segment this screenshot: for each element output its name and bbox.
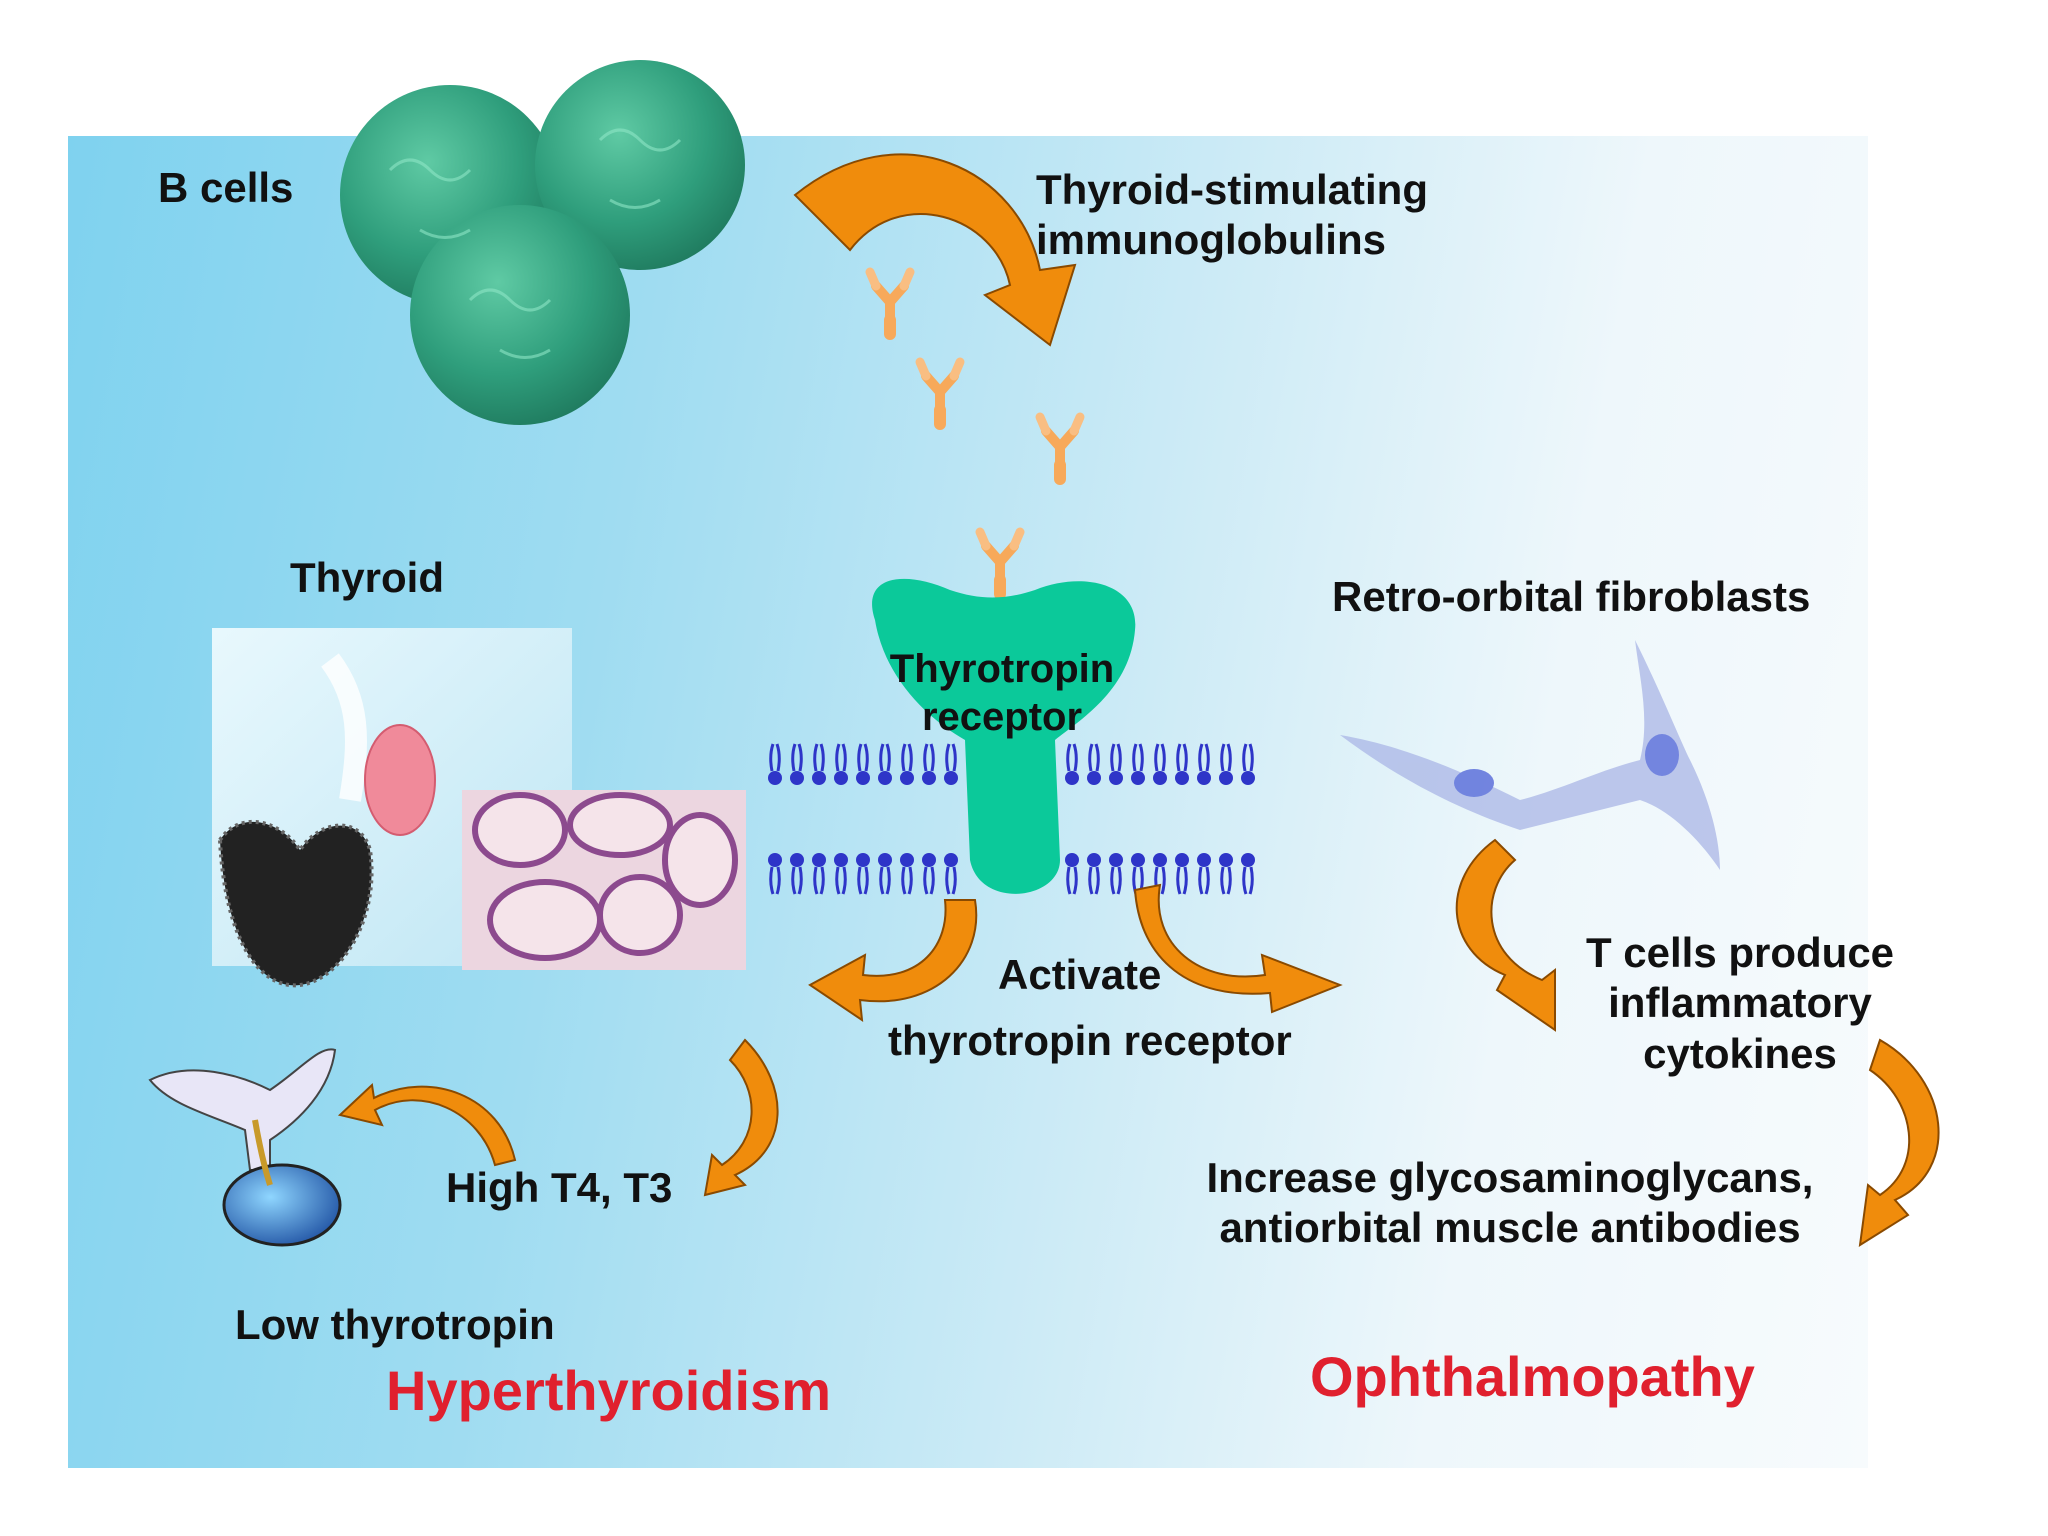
- t-cells-label-line3: cytokines: [1643, 1029, 1837, 1077]
- increase-label-line1: Increase glycosaminoglycans,: [1206, 1154, 1814, 1201]
- thyroid-label: Thyroid: [290, 554, 444, 601]
- activate-label-line1: Activate: [998, 951, 1162, 998]
- t-cells-label-line2: inflammatory: [1608, 979, 1872, 1027]
- tsi-label-line1: Thyroid-stimulating: [1036, 166, 1428, 213]
- curved-arrow-icon: [793, 153, 1077, 347]
- receptor-label-line1: Thyrotropin: [889, 647, 1115, 691]
- curved-arrow-icon: [337, 838, 1940, 1247]
- fibroblast-icon: [1340, 640, 1720, 870]
- high-t4-t3-label: High T4, T3: [446, 1164, 673, 1211]
- receptor-label: Thyrotropin receptor: [872, 645, 1132, 741]
- t-cells-label-line1: T cells produce: [1585, 929, 1895, 976]
- b-cells-label: B cells: [158, 164, 294, 211]
- activate-label-line2: thyrotropin receptor: [888, 1017, 1292, 1064]
- tsi-label-line2: immunoglobulins: [1036, 216, 1386, 264]
- follicle-histology-icon: [462, 790, 746, 970]
- increase-label: Increase glycosaminoglycans, antiorbital…: [1170, 1153, 1850, 1254]
- b-cell-icon: [340, 60, 745, 425]
- tsi-label: Thyroid-stimulating immunoglobulins: [1036, 165, 1428, 266]
- retro-orbital-label: Retro-orbital fibroblasts: [1332, 573, 1811, 620]
- hyperthyroidism-title: Hyperthyroidism: [386, 1359, 831, 1422]
- ophthalmopathy-title: Ophthalmopathy: [1310, 1345, 1755, 1408]
- t-cells-label: T cells produce inflammatory cytokines: [1560, 928, 1920, 1079]
- increase-label-line2: antiorbital muscle antibodies: [1219, 1204, 1801, 1252]
- pituitary-icon: [148, 1048, 342, 1247]
- receptor-icon: [872, 578, 1136, 894]
- low-thyrotropin-label: Low thyrotropin: [235, 1301, 555, 1348]
- receptor-label-line2: receptor: [921, 695, 1083, 739]
